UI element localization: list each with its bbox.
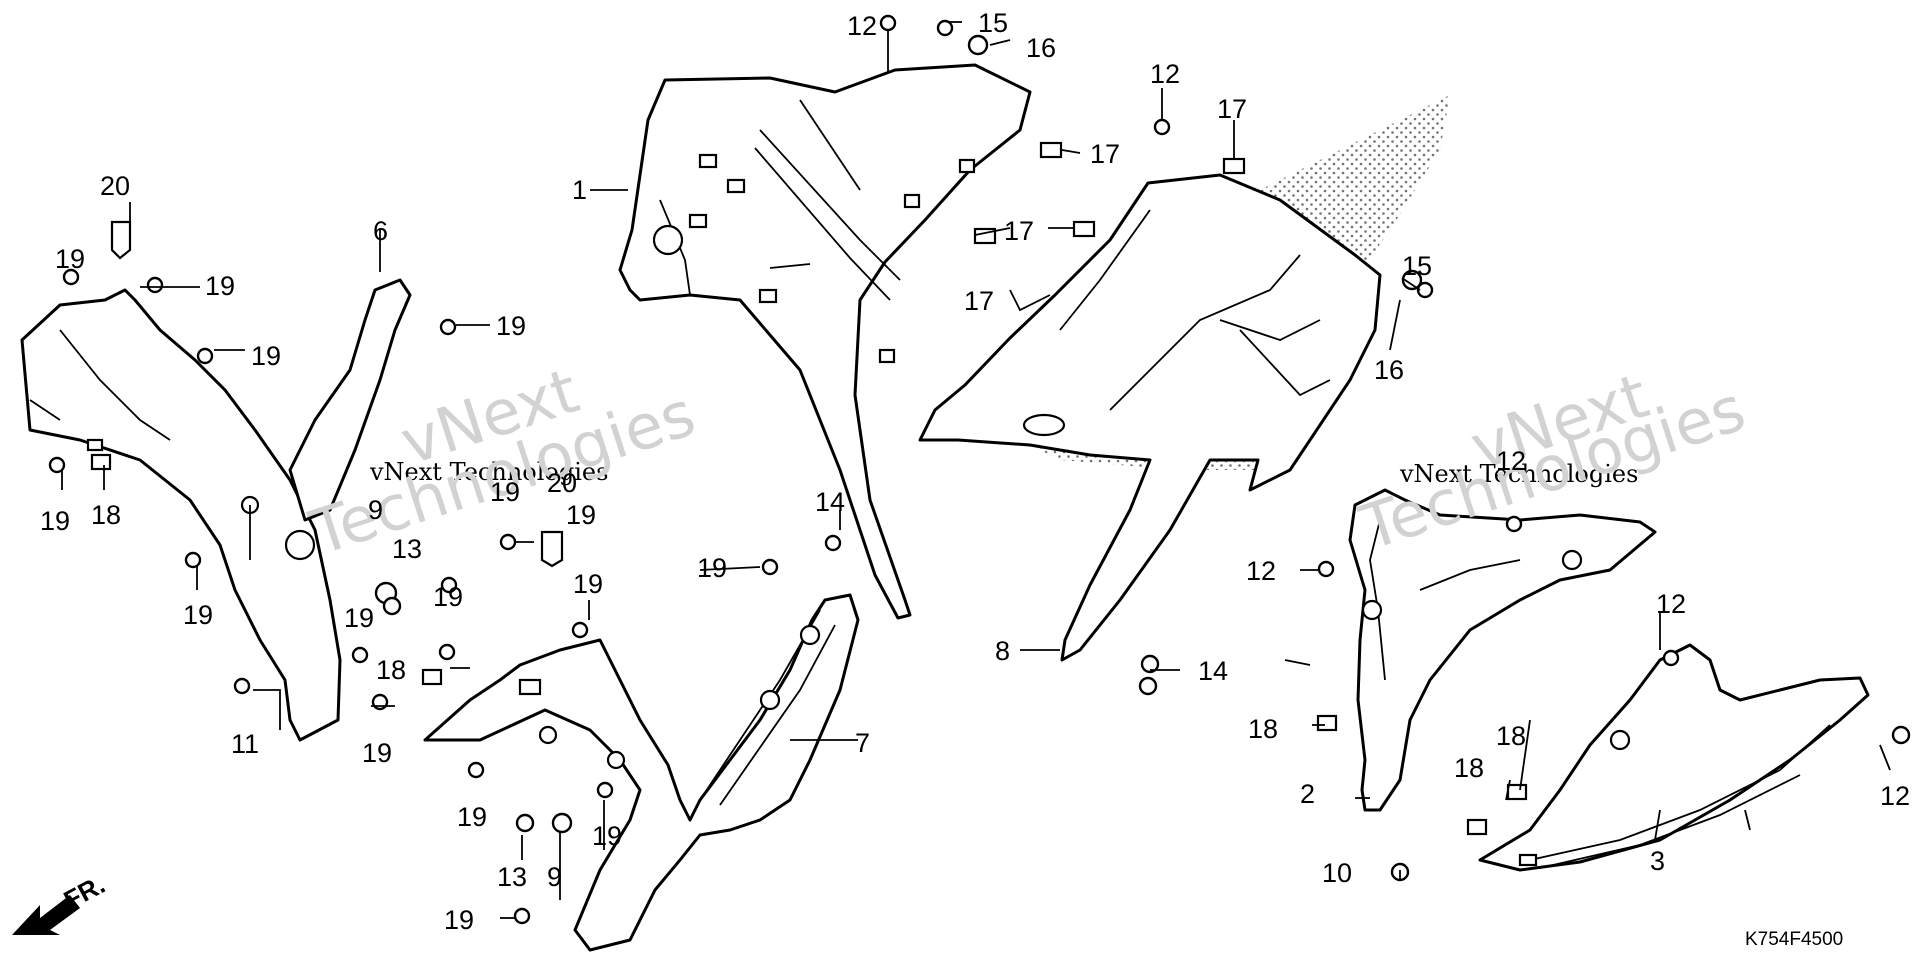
part-7-middle-panel [423,593,860,952]
callout-17-a: 17 [1217,94,1247,124]
callout-18-a: 18 [91,500,121,530]
callout-17-c: 17 [1004,216,1034,246]
front-direction-arrow: FR. [12,869,110,935]
callout-7: 7 [855,728,870,758]
callout-19-o: 19 [444,905,474,935]
leader-lines [61,21,1891,919]
callout-19-m: 19 [592,821,622,851]
callout-18-b: 18 [376,655,406,685]
callout-15-b: 15 [1402,251,1432,281]
diagram-code: K754F4500 [1745,929,1843,950]
callout-17-b: 17 [1090,139,1120,169]
callout-16-a: 16 [1026,33,1056,63]
callout-3: 3 [1650,846,1665,876]
callout-18-d: 18 [1496,721,1526,751]
watermark-line2: vNext Technologies [369,458,608,486]
clips-group [90,141,1528,836]
callout-19-l: 19 [457,802,487,832]
callout-12-a: 12 [847,11,877,41]
callout-9-b: 9 [547,862,562,892]
callout-12-c: 12 [1496,446,1526,476]
callout-15-a: 15 [978,8,1008,38]
callout-9-a: 9 [368,495,383,525]
callout-11: 11 [231,729,259,759]
callout-1: 1 [572,175,587,205]
callouts: 1 2 3 6 7 8 9 9 10 11 12 12 12 12 12 12 … [40,8,1910,935]
callout-19-n: 19 [697,553,727,583]
callout-10: 10 [1322,858,1352,888]
callout-16-b: 16 [1374,355,1404,385]
callout-20-a: 20 [100,171,130,201]
callout-8: 8 [995,636,1010,666]
part-1-front-upper-cowl [618,63,1032,620]
callout-20-b: 20 [547,468,577,498]
callout-13-a: 13 [392,534,422,564]
bolts-group [48,14,1911,925]
callout-19-g: 19 [344,603,374,633]
callout-19-f: 19 [183,600,213,630]
callout-18-e: 18 [1454,753,1484,783]
callout-12-d: 12 [1246,556,1276,586]
callout-19-d: 19 [496,311,526,341]
callout-19-a: 19 [55,244,85,274]
callout-14-a: 14 [815,487,845,517]
callout-12-f: 12 [1880,781,1910,811]
part-3-lower-cowl [1478,643,1870,872]
callout-12-e: 12 [1656,589,1686,619]
callout-19-k: 19 [362,738,392,768]
callout-19-i: 19 [433,582,463,612]
callout-17-d: 17 [964,286,994,316]
callout-19-p: 19 [566,500,596,530]
callout-19-b: 19 [205,271,235,301]
callout-6: 6 [373,216,388,246]
callout-19-c: 19 [251,341,281,371]
callout-13-b: 13 [497,862,527,892]
callout-12-b: 12 [1150,59,1180,89]
watermark-line2: vNext Technologies [1399,460,1638,488]
callout-19-h: 19 [490,477,520,507]
callout-2: 2 [1300,779,1315,809]
callout-19-j: 19 [573,569,603,599]
part-2-inner-cowl [1348,488,1657,812]
part-8-side-cowl [918,173,1382,662]
callout-19-e: 19 [40,506,70,536]
callout-18-c: 18 [1248,714,1278,744]
callout-14-b: 14 [1198,656,1228,686]
